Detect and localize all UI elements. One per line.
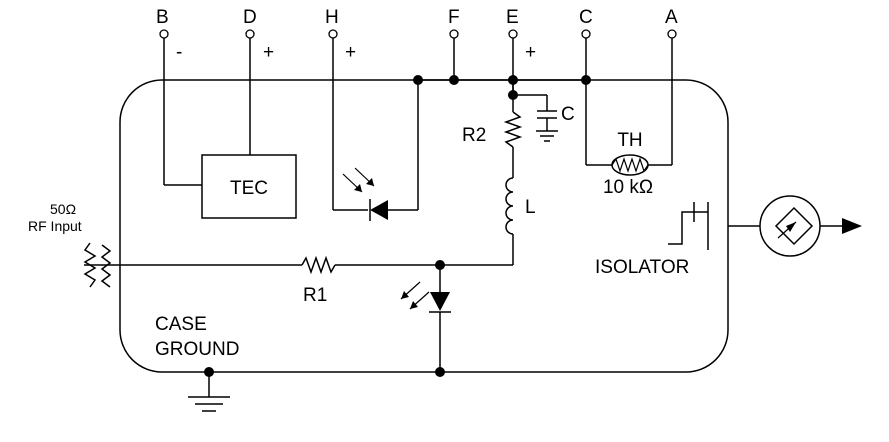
output-arrow xyxy=(842,218,862,234)
junction-pin-f xyxy=(449,75,459,85)
laser-diode xyxy=(400,265,451,372)
pin-c-label: C xyxy=(579,7,593,28)
thermistor-th xyxy=(585,80,672,176)
pin-e-label: E xyxy=(506,7,519,28)
ground-label: GROUND xyxy=(155,339,239,360)
pin-h-label: H xyxy=(325,7,339,28)
pin-d-label: D xyxy=(243,7,257,28)
tec-label: TEC xyxy=(230,178,268,199)
pin-b-label: B xyxy=(156,7,169,28)
th-label: TH xyxy=(617,130,642,151)
pin-d-polarity: + xyxy=(263,42,274,63)
inductor-l xyxy=(505,177,514,235)
isolator-symbol xyxy=(668,202,709,250)
pin-e-terminal xyxy=(508,29,518,39)
pin-b-terminal xyxy=(159,29,169,39)
r1-resistor xyxy=(301,255,336,275)
junction-laser-cathode xyxy=(435,367,445,377)
pin-a-terminal xyxy=(667,29,677,39)
pin-a-label: A xyxy=(665,7,678,28)
pin-leads xyxy=(163,38,673,210)
rf-input-impedance-label: 50Ω xyxy=(50,201,76,217)
pin-h-terminal xyxy=(328,29,338,39)
isolator-label: ISOLATOR xyxy=(595,257,689,278)
rf-input-label: RF Input xyxy=(28,218,82,234)
pin-c-terminal xyxy=(581,29,591,39)
l-label: L xyxy=(525,197,536,218)
r1-label: R1 xyxy=(303,285,327,306)
pin-f-terminal xyxy=(449,29,459,39)
pin-f-label: F xyxy=(448,7,460,28)
case-label: CASE xyxy=(155,314,207,335)
case-ground-symbol xyxy=(188,372,230,412)
monitor-photodiode xyxy=(333,80,419,221)
pin-circles xyxy=(159,29,677,39)
capacitor-c xyxy=(513,94,558,142)
pin-b-polarity: - xyxy=(176,42,182,63)
fiber-output-icon xyxy=(759,195,821,257)
tec-box xyxy=(201,154,297,219)
pin-e-polarity: + xyxy=(525,42,536,63)
c-label: C xyxy=(561,104,575,125)
r2-label: R2 xyxy=(462,125,486,146)
package-outline xyxy=(119,79,729,373)
pin-h-polarity: + xyxy=(345,42,356,63)
th-value-label: 10 kΩ xyxy=(603,177,653,198)
r2-resistor xyxy=(503,111,523,148)
pin-d-terminal xyxy=(245,29,255,39)
